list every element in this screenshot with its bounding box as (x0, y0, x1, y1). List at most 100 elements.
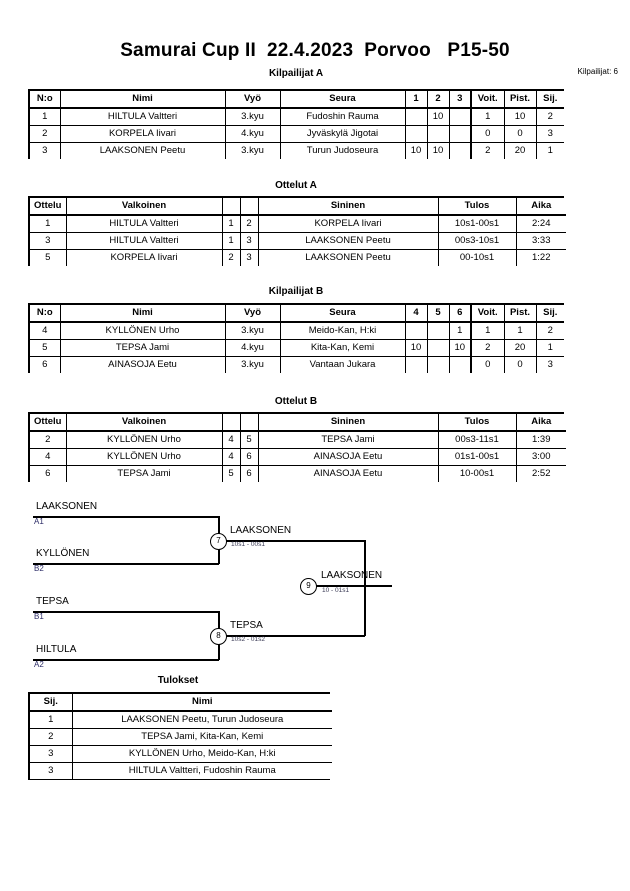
cell-blue: AINASOJA Eetu (257, 465, 439, 482)
matches-b-table: Ottelu Valkoinen Sininen Tulos Aika 2 KY… (28, 412, 566, 482)
cell-points: 10 (503, 107, 537, 126)
bracket-entrant-seed: B1 (34, 612, 44, 621)
cell-time: 2:52 (515, 465, 566, 482)
bracket-entrant-seed: B2 (34, 564, 44, 573)
cell-no: 2 (30, 125, 61, 143)
table-row: 1 HILTULA Valtteri 1 2 KORPELA Iivari 10… (30, 214, 566, 233)
cell-wins: 0 (470, 356, 505, 373)
cell-no: 5 (30, 339, 61, 357)
cell-m4: 10 (404, 339, 428, 357)
bracket-node-score: 10s1 - 00s1 (231, 541, 265, 548)
col-m1: 1 (404, 91, 428, 109)
bracket-node-score: 10s2 - 01s2 (231, 636, 265, 643)
table-header-row: Ottelu Valkoinen Sininen Tulos Aika (30, 198, 566, 216)
cell-club: Fudoshin Rauma (279, 107, 406, 126)
col-club: Seura (279, 91, 406, 109)
col-m2: 2 (426, 91, 450, 109)
cell-m5 (426, 321, 450, 340)
cell-white-no: 5 (221, 465, 241, 482)
pool-a-caption: Kilpailijat A (268, 68, 324, 79)
page-title: Samurai Cup II 22.4.2023 Porvoo P15-50 (120, 40, 510, 61)
col-match: Ottelu (30, 198, 67, 216)
cell-name: HILTULA Valtteri, Fudoshin Rauma (71, 762, 332, 779)
cell-match: 5 (30, 249, 67, 266)
table-row: 3 LAAKSONEN Peetu 3.kyu Turun Judoseura … (30, 142, 564, 159)
cell-result: 00-10s1 (437, 249, 517, 266)
cell-rank: 3 (30, 745, 73, 763)
cell-time: 2:24 (515, 214, 566, 233)
table-header-row: N:o Nimi Vyö Seura 4 5 6 Voit. Pist. Sij… (30, 305, 564, 323)
cell-match: 4 (30, 448, 67, 466)
bracket-line (33, 563, 219, 565)
col-no: N:o (30, 91, 61, 109)
cell-club: Turun Judoseura (279, 142, 406, 159)
cell-white: HILTULA Valtteri (65, 232, 223, 250)
cell-match: 1 (30, 214, 67, 233)
cell-white: KORPELA Iivari (65, 249, 223, 266)
col-m5: 5 (426, 305, 450, 323)
cell-white-no: 1 (221, 232, 241, 250)
cell-belt: 3.kyu (224, 142, 281, 159)
table-row: 2 KORPELA Iivari 4.kyu Jyväskylä Jigotai… (30, 125, 564, 143)
table-row: 5 KORPELA Iivari 2 3 LAAKSONEN Peetu 00-… (30, 249, 566, 266)
pool-a-table: N:o Nimi Vyö Seura 1 2 3 Voit. Pist. Sij… (28, 89, 564, 159)
cell-wins: 2 (470, 339, 505, 357)
cell-belt: 3.kyu (224, 321, 281, 340)
col-no: N:o (30, 305, 61, 323)
cell-belt: 4.kyu (224, 339, 281, 357)
cell-wins: 0 (470, 125, 505, 143)
cell-white: KYLLÖNEN Urho (65, 430, 223, 449)
cell-white-no: 2 (221, 249, 241, 266)
bracket-line (218, 516, 220, 564)
cell-rank: 2 (535, 107, 564, 126)
table-row: 4 KYLLÖNEN Urho 3.kyu Meido-Kan, H:ki 1 … (30, 321, 564, 340)
cell-wins: 2 (470, 142, 505, 159)
table-row: 3 KYLLÖNEN Urho, Meido-Kan, H:ki (30, 745, 332, 763)
bracket-entrant-name: LAAKSONEN (36, 501, 98, 512)
bracket-winner-name: LAAKSONEN (321, 570, 383, 581)
cell-time: 3:00 (515, 448, 566, 466)
col-belt: Vyö (224, 305, 281, 323)
bracket-winner-name: TEPSA (230, 620, 263, 631)
cell-no: 3 (30, 142, 61, 159)
col-white: Valkoinen (65, 414, 223, 432)
col-wins: Voit. (470, 91, 505, 109)
matches-a-caption: Ottelut A (275, 180, 317, 191)
col-m4: 4 (404, 305, 428, 323)
col-wins: Voit. (470, 305, 505, 323)
cell-points: 0 (503, 125, 537, 143)
cell-blue: AINASOJA Eetu (257, 448, 439, 466)
pool-b-caption: Kilpailijat B (268, 286, 324, 297)
bracket-entrant-name: TEPSA (36, 596, 69, 607)
cell-points: 20 (503, 339, 537, 357)
bracket-line (218, 611, 220, 660)
bracket-node-9: 9 (300, 578, 317, 595)
cell-name: AINASOJA Eetu (59, 356, 226, 373)
cell-no: 4 (30, 321, 61, 340)
bracket-winner-name: LAAKSONEN (230, 525, 292, 536)
cell-rank: 3 (30, 762, 73, 779)
bracket-line (364, 540, 366, 636)
cell-blue: TEPSA Jami (257, 430, 439, 449)
cell-wins: 1 (470, 321, 505, 340)
cell-result: 00s3-11s1 (437, 430, 517, 449)
cell-points: 1 (503, 321, 537, 340)
col-rank: Sij. (30, 694, 73, 712)
col-blue-no (239, 414, 259, 432)
bracket-entrant-name: KYLLÖNEN (36, 548, 90, 559)
col-points: Pist. (503, 305, 537, 323)
cell-white: HILTULA Valtteri (65, 214, 223, 233)
cell-match: 6 (30, 465, 67, 482)
table-header-row: Ottelu Valkoinen Sininen Tulos Aika (30, 414, 566, 432)
cell-m2 (426, 125, 450, 143)
col-name: Nimi (59, 305, 226, 323)
cell-rank: 2 (535, 321, 564, 340)
cell-no: 1 (30, 107, 61, 126)
cell-blue: KORPELA Iivari (257, 214, 439, 233)
cell-belt: 3.kyu (224, 356, 281, 373)
cell-m4 (404, 321, 428, 340)
cell-club: Kita-Kan, Kemi (279, 339, 406, 357)
bracket-line (316, 585, 392, 587)
cell-points: 20 (503, 142, 537, 159)
cell-name: LAAKSONEN Peetu (59, 142, 226, 159)
